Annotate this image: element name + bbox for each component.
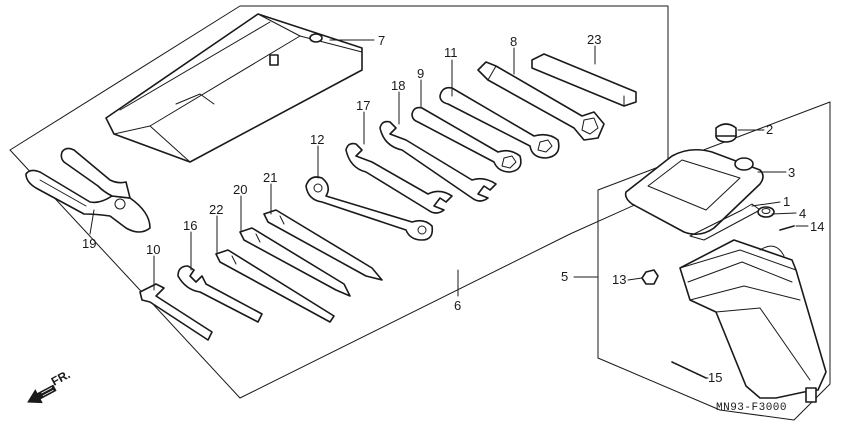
callout-16: 16 bbox=[183, 218, 197, 233]
pin bbox=[779, 225, 795, 231]
screwdriver-handle bbox=[215, 249, 335, 323]
screwdriver bbox=[239, 227, 351, 297]
lid bbox=[624, 148, 764, 236]
callout-9: 9 bbox=[417, 66, 424, 81]
drawing-code: MN93-F3000 bbox=[716, 402, 787, 414]
callout-8: 8 bbox=[510, 34, 517, 49]
screwdriver-2 bbox=[263, 209, 383, 281]
grommet bbox=[757, 206, 775, 218]
callout-5: 5 bbox=[561, 269, 568, 284]
callout-6: 6 bbox=[454, 298, 461, 313]
tool-kit-outline bbox=[9, 5, 669, 399]
callout-14: 14 bbox=[810, 219, 824, 234]
callout-23: 23 bbox=[587, 32, 601, 47]
callout-12: 12 bbox=[310, 132, 324, 147]
callout-20: 20 bbox=[233, 182, 247, 197]
callout-7: 7 bbox=[378, 33, 385, 48]
callout-19: 19 bbox=[82, 236, 96, 251]
hex-key bbox=[139, 283, 213, 341]
callout-11: 11 bbox=[444, 45, 458, 60]
open-end-wrench-17 bbox=[345, 142, 453, 214]
callout-17: 17 bbox=[356, 98, 370, 113]
callout-1: 1 bbox=[783, 194, 790, 209]
callout-15: 15 bbox=[708, 370, 722, 385]
callout-2: 2 bbox=[766, 122, 773, 137]
extension-bar bbox=[531, 53, 637, 107]
callout-18: 18 bbox=[391, 78, 405, 93]
pliers bbox=[25, 147, 151, 233]
front-direction-arrow-icon bbox=[27, 384, 57, 404]
nut bbox=[641, 269, 659, 285]
callout-labels: 7 8 23 11 9 18 17 12 21 20 22 16 10 19 6… bbox=[82, 32, 824, 385]
ring-wrench-11 bbox=[439, 86, 560, 159]
tool-bag bbox=[105, 13, 363, 163]
tool-case-body bbox=[679, 239, 827, 403]
small-wrench bbox=[177, 265, 263, 323]
leader-lines bbox=[89, 39, 809, 379]
callout-22: 22 bbox=[209, 202, 223, 217]
socket-wrench bbox=[477, 61, 605, 141]
open-end-wrench-18 bbox=[379, 120, 497, 202]
callout-13: 13 bbox=[612, 272, 626, 287]
callout-10: 10 bbox=[146, 242, 160, 257]
callout-3: 3 bbox=[788, 165, 795, 180]
seal bbox=[689, 203, 761, 241]
box-wrench bbox=[305, 176, 434, 241]
tool-case-outline bbox=[597, 101, 831, 421]
cap bbox=[715, 123, 737, 143]
strap bbox=[671, 361, 707, 379]
callout-4: 4 bbox=[799, 206, 806, 221]
callout-21: 21 bbox=[263, 170, 277, 185]
